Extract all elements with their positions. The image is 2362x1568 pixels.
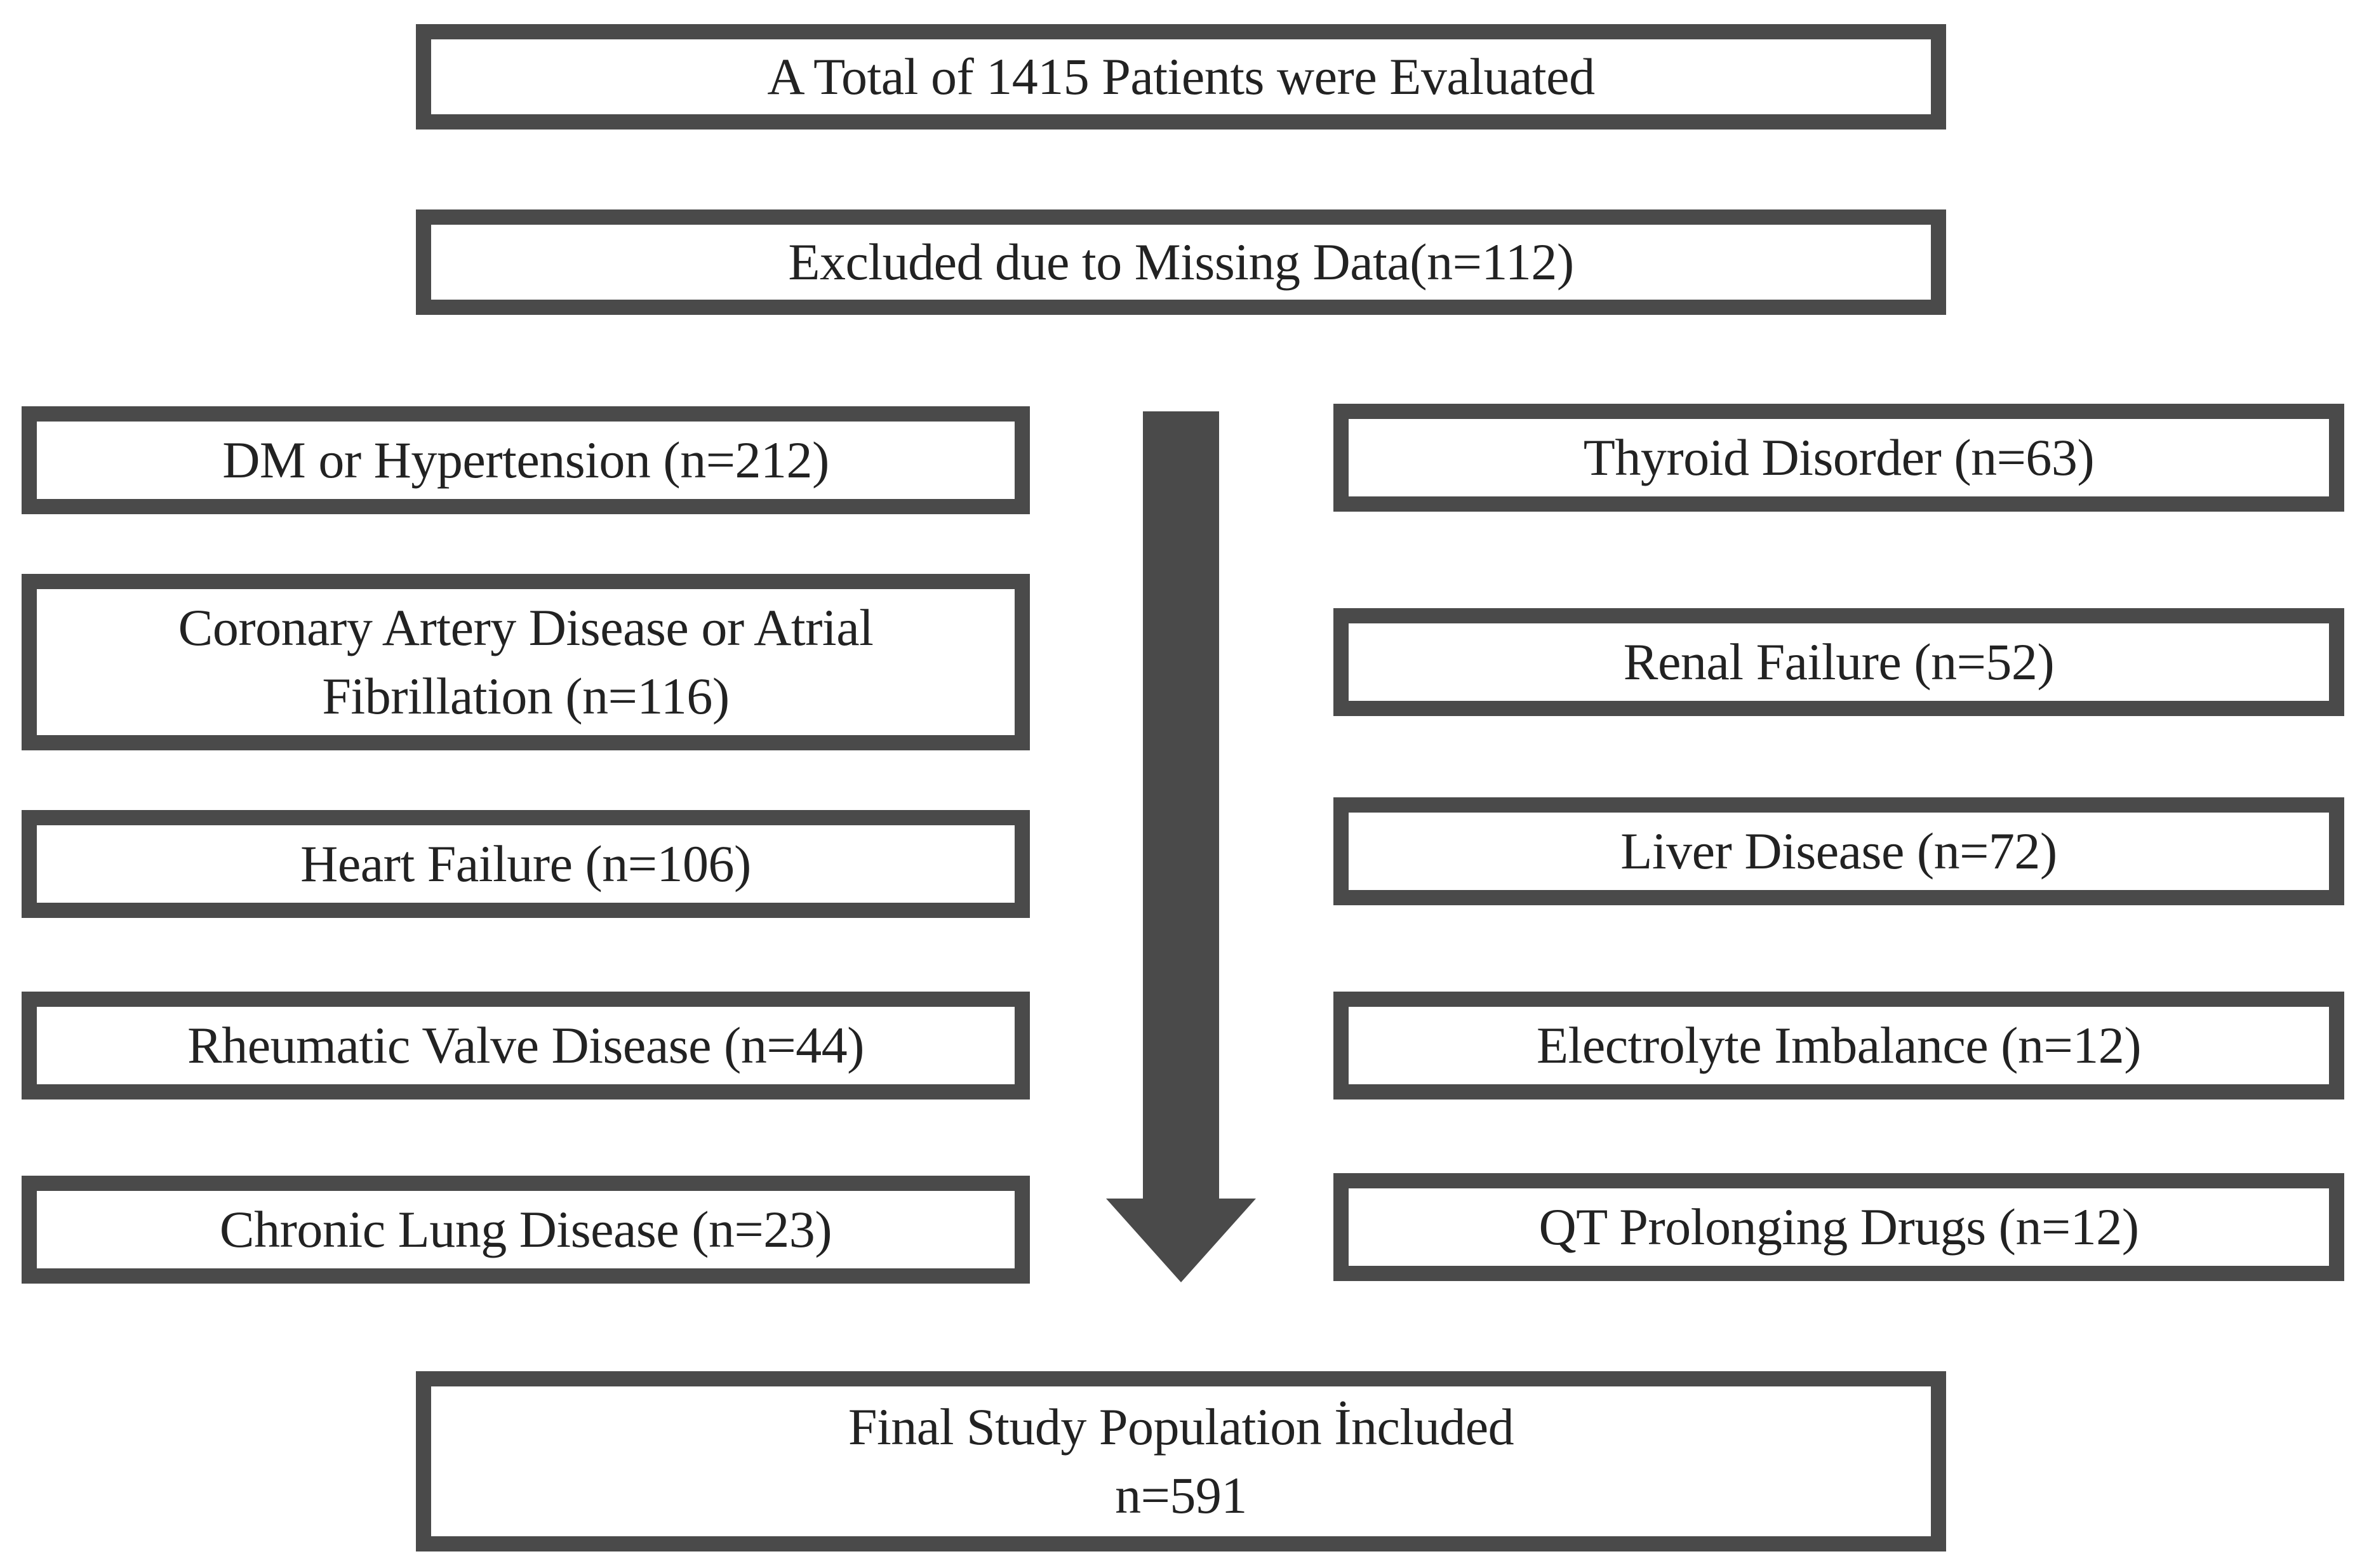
excluded-missing-data-text: Excluded due to Missing Data(n=112) [788,232,1574,291]
exclusion-box-liver-disease: Liver Disease (n=72) [1333,797,2344,905]
exclusion-box-cad-af: Coronary Artery Disease or Atrial Fibril… [22,574,1030,750]
total-patients-box: A Total of 1415 Patients were Evaluated [416,24,1946,130]
exclusion-text-line-2: Fibrillation (n=116) [322,667,730,725]
exclusion-text: Chronic Lung Disease (n=23) [219,1200,832,1258]
exclusion-text-line-1: Coronary Artery Disease or Atrial [178,598,874,656]
exclusion-text: Liver Disease (n=72) [1620,821,2057,880]
exclusion-text: Electrolyte Imbalance (n=12) [1536,1016,2142,1074]
total-patients-text: A Total of 1415 Patients were Evaluated [767,47,1595,105]
exclusion-box-electrolyte: Electrolyte Imbalance (n=12) [1333,992,2344,1100]
exclusion-box-heart-failure: Heart Failure (n=106) [22,810,1030,918]
exclusion-text: QT Prolonging Drugs (n=12) [1538,1197,2139,1256]
exclusion-box-chronic-lung: Chronic Lung Disease (n=23) [22,1176,1030,1284]
excluded-missing-data-box: Excluded due to Missing Data(n=112) [416,209,1946,315]
exclusion-text: Renal Failure (n=52) [1623,632,2055,691]
exclusion-box-rheumatic-valve: Rheumatic Valve Disease (n=44) [22,992,1030,1100]
exclusion-text: Heart Failure (n=106) [300,834,751,893]
final-population-box: Final Study Population İncluded n=591 [416,1371,1946,1551]
exclusion-box-renal-failure: Renal Failure (n=52) [1333,608,2344,716]
down-arrow-icon [1106,411,1256,1282]
exclusion-box-qt-drugs: QT Prolonging Drugs (n=12) [1333,1173,2344,1281]
final-population-count: n=591 [1115,1466,1247,1524]
exclusion-text: Rheumatic Valve Disease (n=44) [187,1016,864,1074]
down-arrow-shape [1106,411,1256,1282]
final-population-title: Final Study Population İncluded [848,1397,1514,1456]
exclusion-box-thyroid: Thyroid Disorder (n=63) [1333,404,2344,512]
exclusion-box-dm-hypertension: DM or Hypertension (n=212) [22,406,1030,514]
exclusion-text: Thyroid Disorder (n=63) [1583,428,2095,486]
exclusion-text: DM or Hypertension (n=212) [222,430,829,489]
